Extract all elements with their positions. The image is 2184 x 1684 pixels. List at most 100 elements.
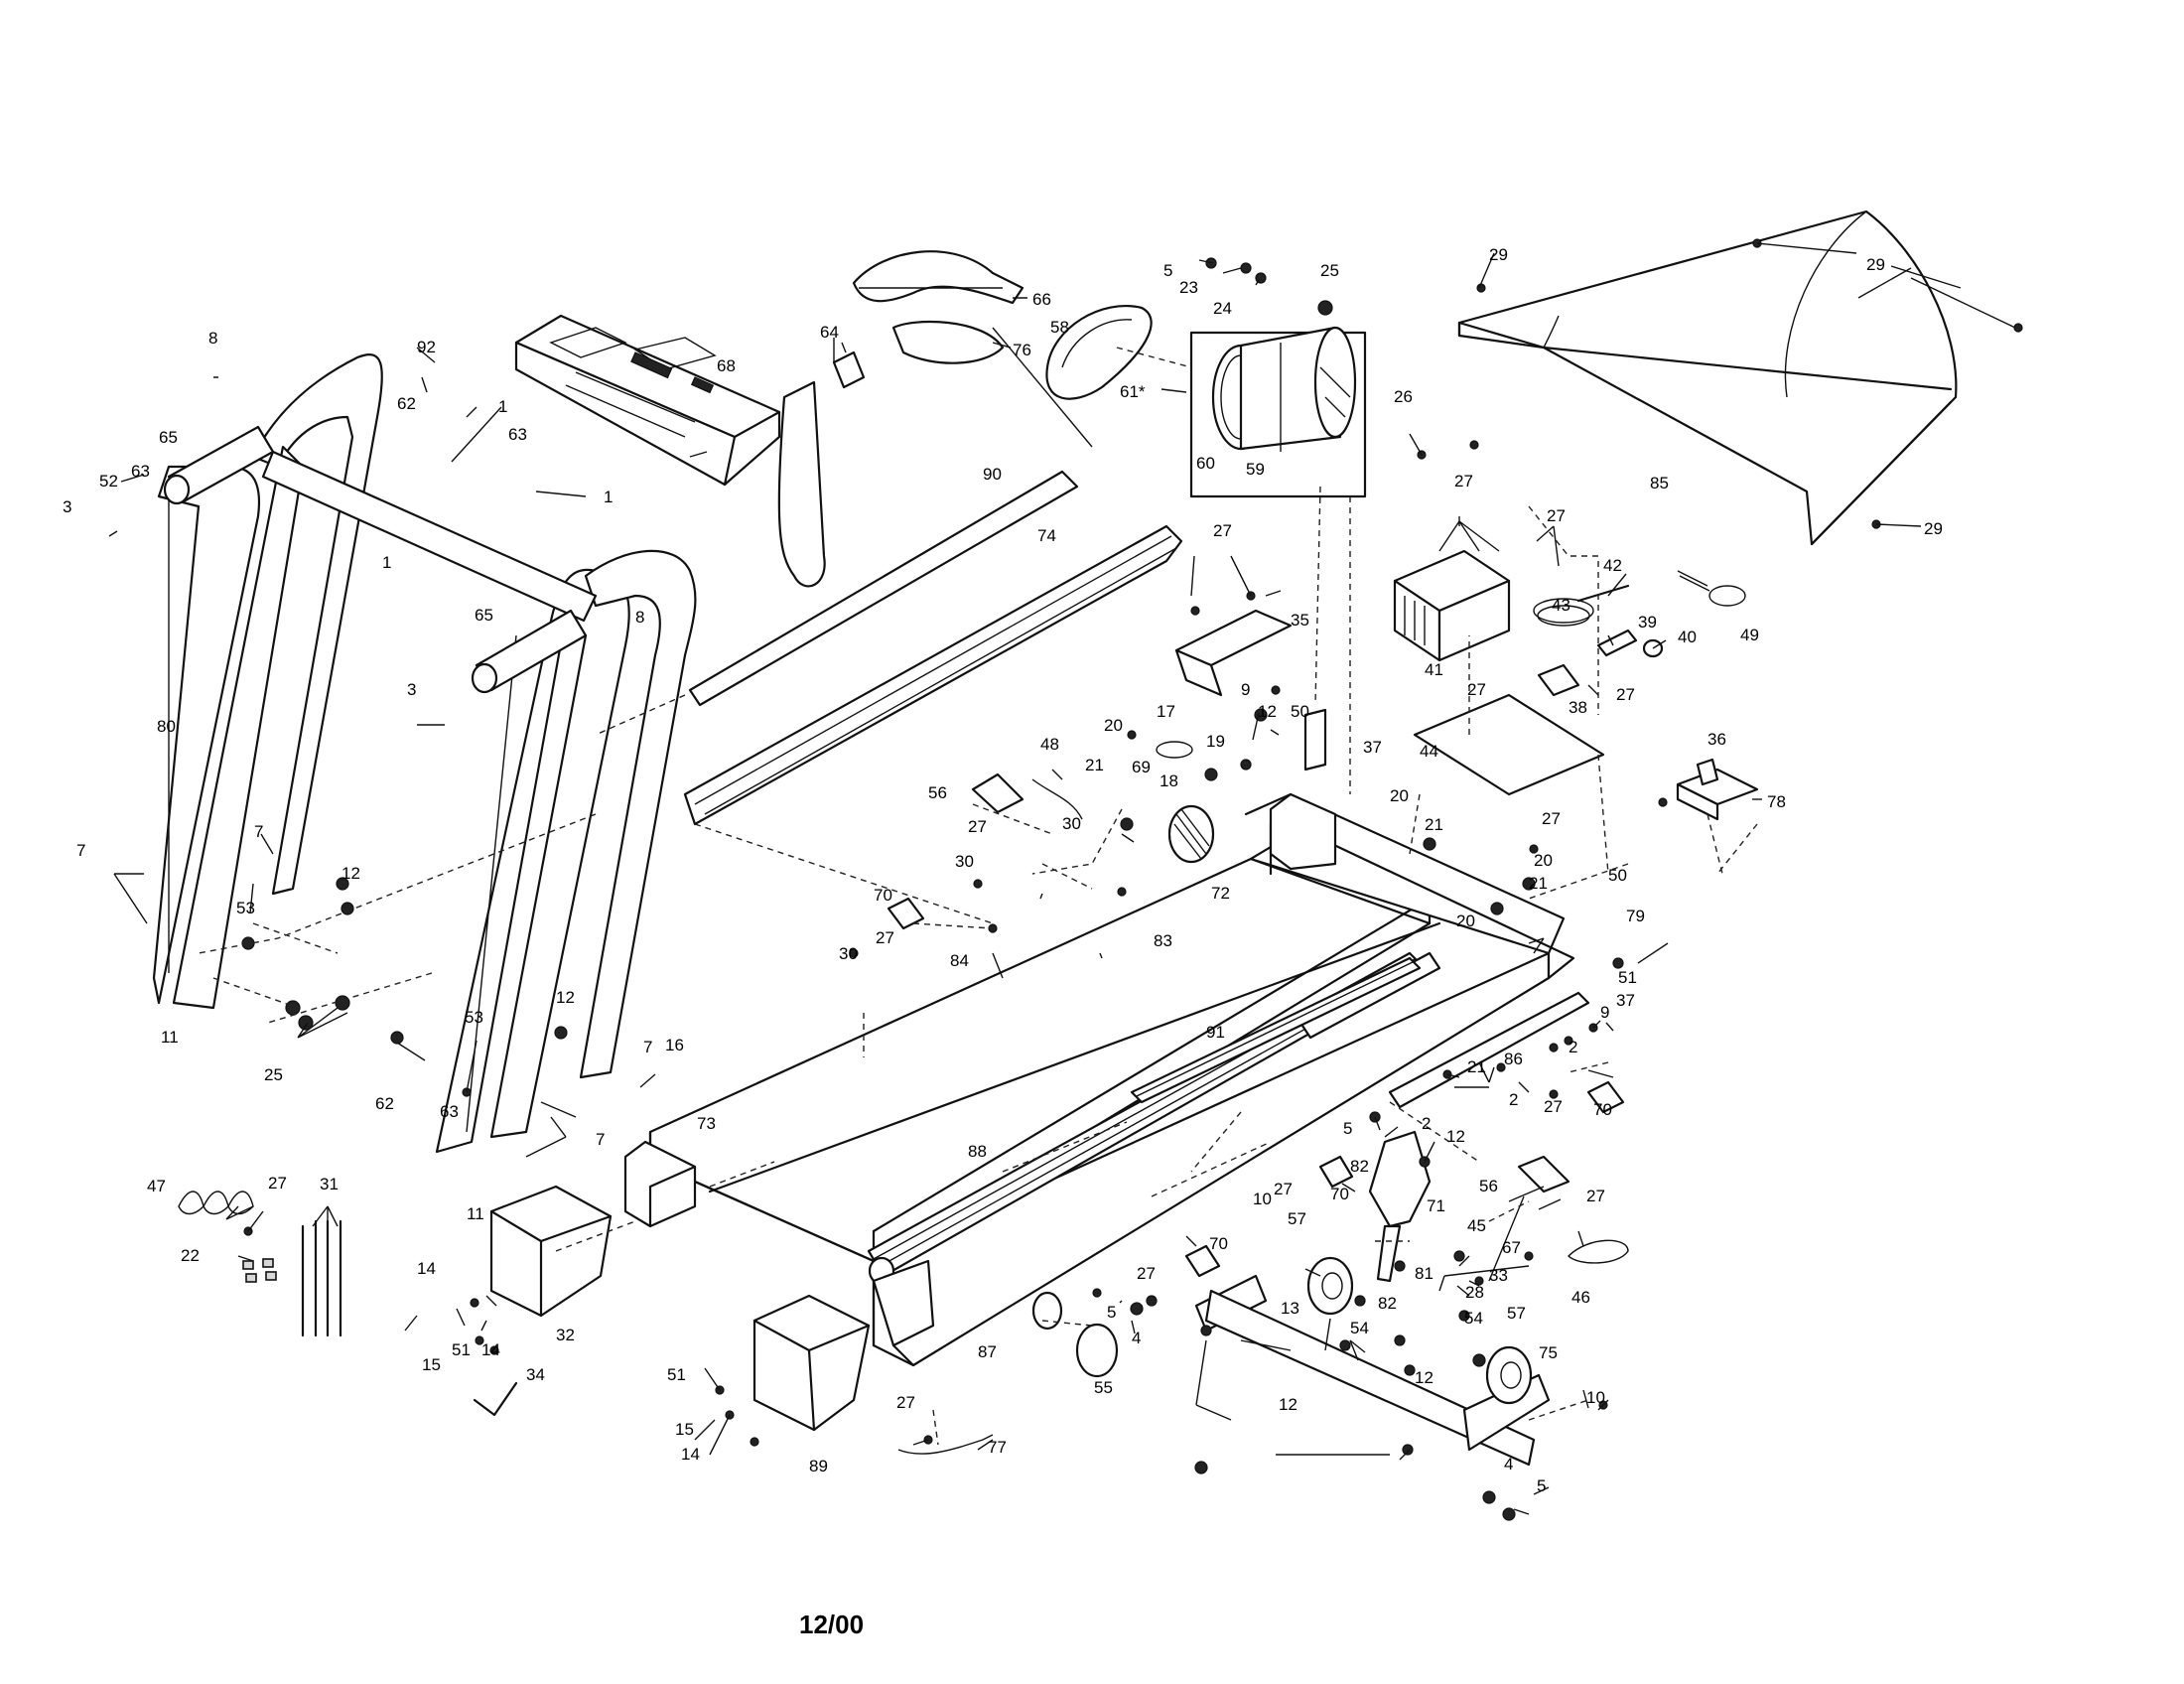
console-68 xyxy=(514,314,781,487)
callout-47: 47 xyxy=(147,1177,166,1195)
callout-76: 76 xyxy=(1013,341,1031,359)
callout-37: 37 xyxy=(1616,991,1635,1010)
callout-12: 12 xyxy=(1415,1368,1433,1387)
callout-30: 30 xyxy=(955,852,974,871)
rear-endcap-32 xyxy=(489,1185,613,1318)
callout-9: 9 xyxy=(1600,1003,1609,1022)
clips-47 xyxy=(178,1191,254,1215)
callout-20: 20 xyxy=(1534,851,1553,870)
callout-27: 27 xyxy=(268,1174,287,1193)
board-36 xyxy=(1676,758,1759,821)
belt-guide-90 xyxy=(688,470,1079,707)
callout-15: 15 xyxy=(422,1355,441,1374)
wheel-57a xyxy=(1306,1256,1354,1316)
callout-12: 12 xyxy=(1446,1127,1465,1146)
strap-64 xyxy=(777,351,866,588)
callout-14: 14 xyxy=(481,1340,500,1359)
bracket-70c xyxy=(1318,1155,1354,1189)
callout-56: 56 xyxy=(928,783,947,802)
callout-16: 16 xyxy=(665,1036,684,1054)
callout-9: 9 xyxy=(1241,680,1250,699)
callout-29: 29 xyxy=(1866,255,1885,274)
callout-30: 30 xyxy=(1062,814,1081,833)
callout-27: 27 xyxy=(1137,1264,1156,1283)
front-roller-72 xyxy=(1167,804,1215,864)
callout-85: 85 xyxy=(1650,474,1669,492)
allen-wrench-34 xyxy=(473,1381,518,1417)
callout-7: 7 xyxy=(76,841,85,860)
callout-4: 4 xyxy=(1504,1455,1513,1474)
uprights-80 xyxy=(152,353,697,1154)
callout-46: 46 xyxy=(1571,1288,1590,1307)
callout-65: 65 xyxy=(475,606,493,625)
callout-63: 63 xyxy=(440,1102,459,1121)
callout-54: 54 xyxy=(1350,1319,1369,1337)
motor-61 xyxy=(1189,326,1367,498)
callout-12: 12 xyxy=(341,864,360,883)
callout-12: 12 xyxy=(1258,702,1277,721)
wire-77 xyxy=(897,1434,994,1455)
frame-left-73 xyxy=(623,1140,697,1228)
grip-65-right xyxy=(471,609,588,694)
callout-54: 54 xyxy=(1464,1309,1483,1328)
callout-12: 12 xyxy=(556,988,575,1007)
callout-8: 8 xyxy=(635,608,644,627)
callout-72: 72 xyxy=(1211,884,1230,903)
callout-13: 13 xyxy=(1281,1299,1299,1318)
callout-1: 1 xyxy=(382,553,391,572)
callout-82: 82 xyxy=(1350,1157,1369,1176)
wires-49 xyxy=(1677,570,1746,607)
callout-14: 14 xyxy=(681,1445,700,1464)
callout-29: 29 xyxy=(1924,519,1943,538)
callout-27: 27 xyxy=(1213,521,1232,540)
bracket-56a xyxy=(971,772,1024,814)
callout-5: 5 xyxy=(1107,1303,1116,1322)
callout-90: 90 xyxy=(983,465,1002,484)
callout-52: 52 xyxy=(99,472,118,491)
callout-60: 60 xyxy=(1196,454,1215,473)
callout-43: 43 xyxy=(1552,596,1570,615)
callout-88: 88 xyxy=(968,1142,987,1161)
callout-5: 5 xyxy=(1163,261,1172,280)
callout-35: 35 xyxy=(1291,611,1309,630)
callout-40: 40 xyxy=(1678,628,1697,646)
callout-71: 71 xyxy=(1427,1196,1445,1215)
callout-53: 53 xyxy=(465,1008,483,1027)
bracket-70a xyxy=(887,897,925,930)
base-frame-75 xyxy=(1194,1274,1551,1467)
callout-32: 32 xyxy=(556,1326,575,1344)
cable-17 xyxy=(1156,741,1193,759)
callout-89: 89 xyxy=(809,1457,828,1475)
callout-39: 39 xyxy=(1638,613,1657,632)
callout-27: 27 xyxy=(1542,809,1561,828)
callout-51: 51 xyxy=(452,1340,471,1359)
callout-86: 86 xyxy=(1504,1050,1523,1068)
callout-28: 28 xyxy=(1465,1283,1484,1302)
callout-27: 27 xyxy=(876,928,894,947)
callout-82: 82 xyxy=(1378,1294,1397,1313)
callout-63: 63 xyxy=(508,425,527,444)
callout-27: 27 xyxy=(968,817,987,836)
callout-49: 49 xyxy=(1740,626,1759,644)
callout-57: 57 xyxy=(1288,1209,1306,1228)
callout-5: 5 xyxy=(1343,1119,1352,1138)
callout-21: 21 xyxy=(1085,756,1104,774)
callout-59: 59 xyxy=(1246,460,1265,479)
callout-66: 66 xyxy=(1032,290,1051,309)
callout-1: 1 xyxy=(498,397,507,416)
callout-10: 10 xyxy=(1253,1190,1272,1208)
wire-48 xyxy=(1031,778,1083,820)
callout-53: 53 xyxy=(236,899,255,917)
callout-11: 11 xyxy=(161,1028,179,1047)
callout-26: 26 xyxy=(1394,387,1413,406)
callout-18: 18 xyxy=(1160,772,1178,790)
callout-27: 27 xyxy=(896,1393,915,1412)
callout-27: 27 xyxy=(1616,685,1635,704)
bracket-70b xyxy=(1586,1080,1625,1114)
callout-65: 65 xyxy=(159,428,178,447)
callout-19: 19 xyxy=(1206,732,1225,751)
callout-38: 38 xyxy=(1569,698,1587,717)
grip-65-left xyxy=(163,425,275,505)
callout-14: 14 xyxy=(417,1259,436,1278)
callout-2: 2 xyxy=(1422,1114,1431,1133)
